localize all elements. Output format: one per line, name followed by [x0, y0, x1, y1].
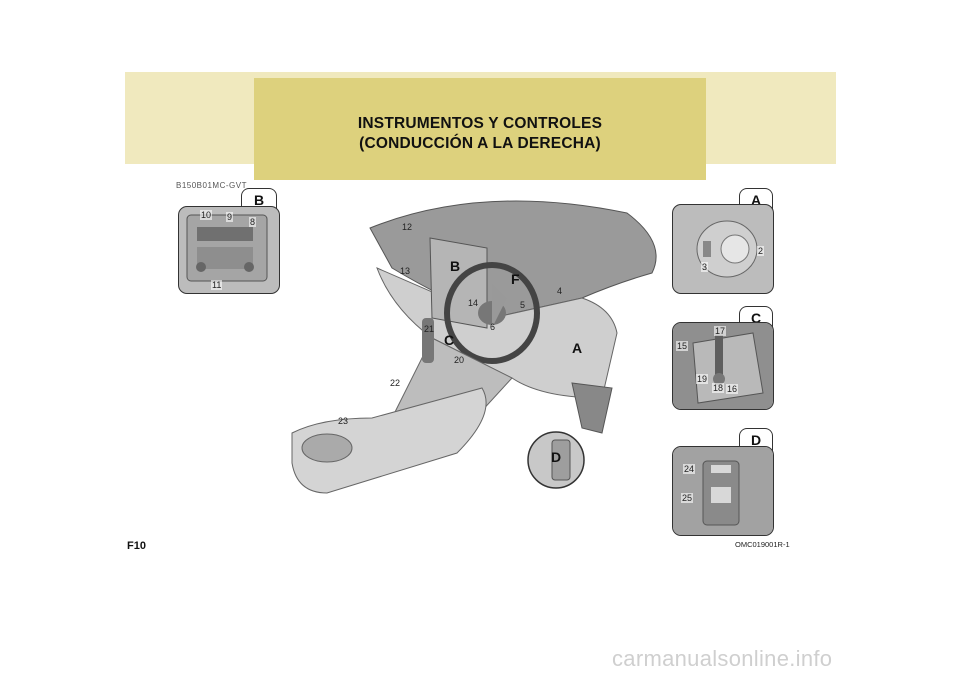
footer-watermark: carmanualsonline.info — [612, 646, 833, 671]
page-subtitle: (CONDUCCIÓN A LA DERECHA) — [359, 135, 601, 152]
panel-c-callout-17: 17 — [714, 326, 727, 336]
main-label-22: 22 — [390, 378, 401, 388]
page-number: F10 — [127, 540, 146, 552]
panel-c — [672, 322, 774, 410]
console-illustration — [673, 323, 773, 409]
main-letter-A: A — [572, 340, 583, 356]
main-letter-F: F — [511, 271, 520, 287]
main-letter-C: C — [444, 332, 455, 348]
panel-b-callout-9: 9 — [226, 212, 234, 222]
panel-c-callout-18: 18 — [712, 383, 725, 393]
panel-b — [178, 206, 280, 294]
main-label-12: 12 — [402, 222, 413, 232]
panel-b-callout-10: 10 — [200, 210, 213, 220]
main-label-5: 5 — [520, 300, 526, 310]
panel-b-callout-8: 8 — [249, 217, 257, 227]
dashboard-illustration — [291, 200, 657, 494]
panel-c-callout-16: 16 — [726, 384, 739, 394]
panel-d — [672, 446, 774, 536]
radio-illustration — [186, 214, 268, 282]
panel-d-callout-25: 25 — [681, 493, 694, 503]
panel-d-callout-24: 24 — [683, 464, 696, 474]
main-letter-D: D — [551, 449, 562, 465]
main-label-23: 23 — [338, 416, 349, 426]
panel-b-tab: B — [241, 188, 277, 211]
circle-inset-d — [527, 431, 585, 489]
page-title: INSTRUMENTOS Y CONTROLES — [357, 115, 603, 132]
title-box: INSTRUMENTOS Y CONTROLES (CONDUCCIÓN A L… — [254, 78, 706, 180]
panel-a-callout-3: 3 — [701, 262, 709, 272]
panel-c-callout-19: 19 — [696, 374, 709, 384]
main-label-6: 6 — [490, 322, 496, 332]
panel-b-callout-11: 11 — [211, 280, 223, 290]
panel-c-callout-15: 15 — [676, 341, 689, 351]
panel-d-tab: D — [739, 428, 773, 451]
panel-a-callout-2: 2 — [757, 246, 765, 256]
small-code: B150B01MC-GVT — [176, 181, 247, 190]
main-label-21: 21 — [424, 324, 435, 334]
door-switch-illustration — [673, 447, 773, 535]
mirror-switch-illustration — [696, 220, 758, 278]
main-label-14: 14 — [468, 298, 479, 308]
main-label-4: 4 — [557, 286, 563, 296]
main-label-20: 20 — [454, 355, 465, 365]
main-label-13: 13 — [400, 266, 411, 276]
main-letter-B: B — [450, 258, 461, 274]
panel-a — [672, 204, 774, 294]
figure-code: OMC019001R-1 — [735, 540, 790, 549]
